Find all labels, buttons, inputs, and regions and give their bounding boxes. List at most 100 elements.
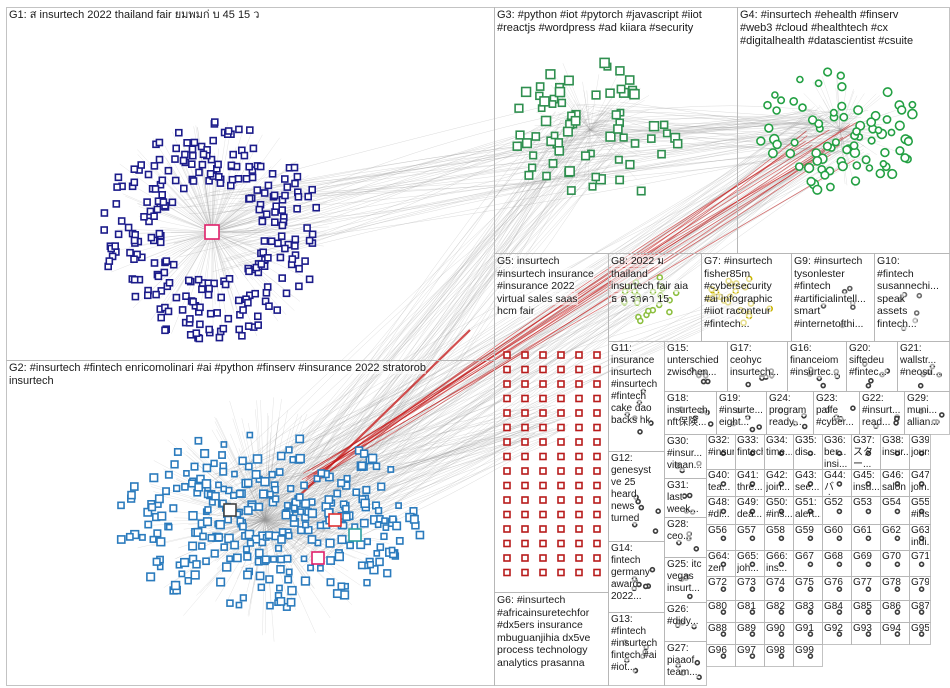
node-g2[interactable]: [226, 555, 234, 563]
node-g1[interactable]: [172, 293, 181, 302]
node-g5[interactable]: [575, 409, 583, 417]
hub-node-g1[interactable]: [204, 224, 220, 240]
node-mini-group[interactable]: [720, 586, 727, 593]
node-g5[interactable]: [521, 438, 529, 446]
node-mini-group[interactable]: [778, 586, 785, 593]
node-small-group[interactable]: [938, 412, 945, 418]
node-g2[interactable]: [216, 577, 226, 587]
node-g2[interactable]: [144, 520, 153, 529]
node-g1[interactable]: [254, 321, 262, 329]
node-mini-group[interactable]: [836, 535, 843, 542]
node-g2[interactable]: [190, 570, 200, 580]
node-g2[interactable]: [313, 475, 321, 483]
node-g4[interactable]: [837, 161, 848, 172]
hub-node-g2[interactable]: [328, 513, 342, 527]
node-small-group[interactable]: [687, 593, 693, 600]
node-g1[interactable]: [258, 217, 267, 226]
node-g1[interactable]: [210, 279, 218, 288]
node-g3[interactable]: [564, 166, 575, 177]
node-g2[interactable]: [295, 493, 304, 502]
node-mini-group[interactable]: [749, 653, 756, 659]
node-mini-group[interactable]: [778, 631, 785, 637]
node-g3[interactable]: [554, 146, 565, 156]
node-g1[interactable]: [242, 175, 251, 183]
node-g4[interactable]: [842, 145, 852, 155]
node-g1[interactable]: [215, 173, 223, 181]
node-g1[interactable]: [295, 282, 303, 291]
node-g2[interactable]: [332, 589, 342, 599]
node-g1[interactable]: [196, 303, 204, 312]
node-g3[interactable]: [615, 66, 625, 76]
node-g2[interactable]: [138, 533, 146, 541]
node-mini-group[interactable]: [894, 609, 901, 615]
node-g2[interactable]: [324, 495, 334, 504]
node-g5[interactable]: [539, 351, 547, 359]
node-g1[interactable]: [205, 177, 213, 185]
node-g3[interactable]: [580, 151, 591, 161]
node-g1[interactable]: [219, 324, 228, 333]
node-mini-group[interactable]: [807, 481, 814, 487]
node-g2[interactable]: [251, 469, 261, 480]
node-g2[interactable]: [210, 549, 219, 558]
node-g1[interactable]: [192, 329, 201, 338]
node-g4[interactable]: [882, 87, 893, 98]
node-g4[interactable]: [803, 162, 815, 174]
node-g1[interactable]: [291, 235, 300, 244]
node-g2[interactable]: [226, 599, 234, 607]
node-g1[interactable]: [308, 230, 317, 239]
node-g2[interactable]: [342, 504, 350, 513]
node-g2[interactable]: [343, 474, 351, 483]
node-g1[interactable]: [159, 198, 168, 206]
node-g3[interactable]: [545, 69, 556, 80]
node-mini-group[interactable]: [749, 450, 756, 457]
node-g1[interactable]: [281, 191, 289, 200]
node-g2[interactable]: [277, 535, 286, 544]
node-g1[interactable]: [130, 275, 139, 284]
node-g5[interactable]: [539, 539, 547, 548]
node-g3[interactable]: [562, 126, 573, 137]
node-g3[interactable]: [636, 186, 646, 196]
node-small-group[interactable]: [820, 382, 827, 389]
node-g1[interactable]: [235, 125, 243, 134]
node-g5[interactable]: [557, 423, 565, 432]
node-g5[interactable]: [557, 351, 565, 359]
node-g1[interactable]: [100, 226, 108, 234]
node-mini-group[interactable]: [918, 508, 925, 515]
node-g3[interactable]: [570, 115, 581, 126]
node-g2[interactable]: [264, 531, 273, 540]
node-g4[interactable]: [812, 184, 823, 195]
node-g1[interactable]: [190, 138, 199, 147]
node-g2[interactable]: [382, 524, 390, 531]
node-g2[interactable]: [283, 554, 292, 563]
node-g1[interactable]: [161, 326, 169, 335]
node-g1[interactable]: [155, 155, 164, 164]
node-g3[interactable]: [529, 151, 538, 160]
node-g5[interactable]: [521, 510, 529, 519]
node-g2[interactable]: [260, 476, 270, 487]
node-g1[interactable]: [281, 244, 289, 253]
node-g8[interactable]: [666, 308, 673, 316]
node-small-group[interactable]: [865, 382, 872, 389]
node-g4[interactable]: [756, 136, 766, 146]
node-g2[interactable]: [200, 448, 210, 459]
node-g3[interactable]: [588, 182, 597, 191]
node-g2[interactable]: [252, 454, 263, 464]
node-g1[interactable]: [213, 309, 221, 317]
node-g2[interactable]: [127, 490, 136, 500]
node-g2[interactable]: [359, 449, 369, 458]
node-g5[interactable]: [575, 380, 583, 388]
node-g1[interactable]: [150, 212, 158, 220]
node-g1[interactable]: [228, 175, 237, 184]
node-g1[interactable]: [270, 218, 279, 226]
node-mini-group[interactable]: [720, 481, 727, 487]
node-g5[interactable]: [575, 452, 583, 461]
node-g2[interactable]: [274, 544, 283, 552]
node-g2[interactable]: [392, 521, 402, 531]
node-g4[interactable]: [826, 182, 835, 192]
node-g3[interactable]: [548, 100, 557, 108]
node-g1[interactable]: [235, 296, 243, 305]
node-g5[interactable]: [521, 496, 529, 504]
node-g2[interactable]: [207, 533, 216, 542]
node-g4[interactable]: [887, 168, 898, 180]
node-g2[interactable]: [307, 564, 315, 572]
